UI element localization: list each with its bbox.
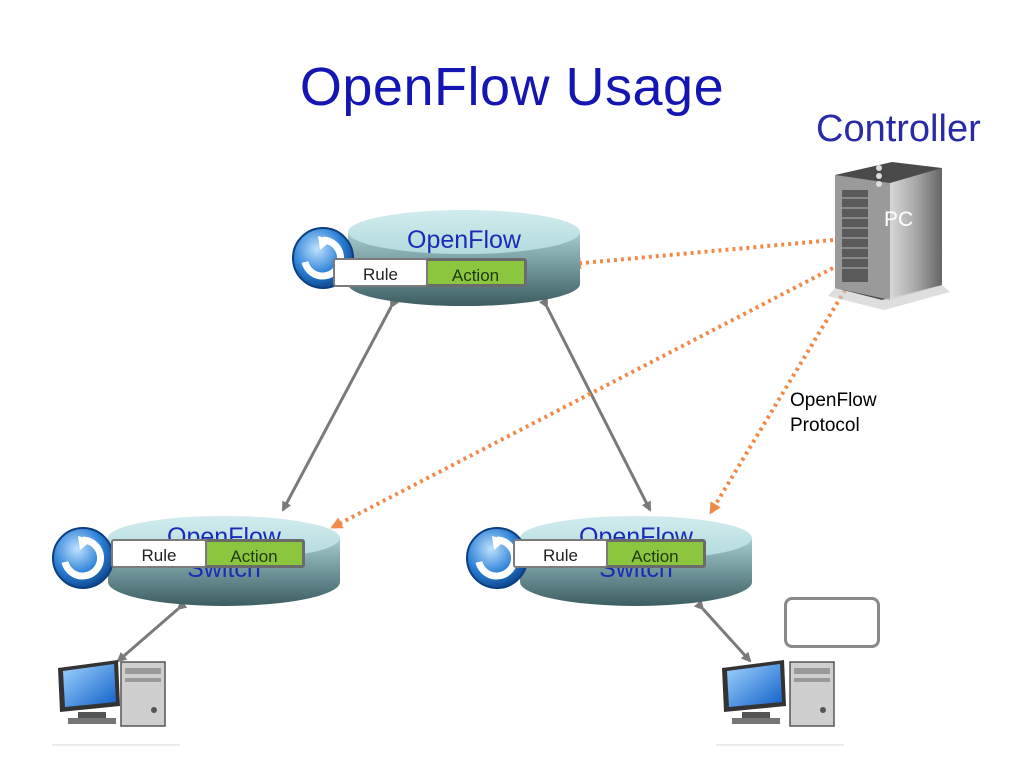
action-box: Action bbox=[424, 258, 527, 287]
page-title: OpenFlow Usage bbox=[299, 57, 725, 117]
rule-box: Rule bbox=[513, 539, 608, 568]
control-link-top bbox=[569, 238, 834, 270]
protocol-label-line2: Protocol bbox=[790, 415, 860, 436]
control-link-left bbox=[330, 266, 834, 529]
protocol-label-line1: OpenFlow bbox=[790, 390, 877, 411]
server-tower-icon bbox=[828, 162, 950, 310]
control-link-right bbox=[709, 279, 855, 515]
data-link-top-left bbox=[281, 297, 400, 512]
action-box: Action bbox=[604, 539, 706, 568]
controller-label: Controller bbox=[816, 108, 981, 150]
switch-name-line1: OpenFlow bbox=[407, 226, 521, 254]
refresh-globe-icon bbox=[466, 527, 528, 589]
data-link-right-host bbox=[693, 599, 752, 663]
server-label: PC bbox=[884, 208, 914, 231]
desktop-computer-icon bbox=[58, 660, 166, 727]
data-link-top-right bbox=[538, 297, 652, 512]
empty-rule-box bbox=[784, 597, 880, 648]
rule-box: Rule bbox=[111, 539, 207, 568]
refresh-globe-icon bbox=[52, 527, 114, 589]
protocol-label: OpenFlow Protocol bbox=[790, 388, 877, 438]
desktop-computer-icon bbox=[722, 660, 835, 727]
rule-box: Rule bbox=[333, 258, 428, 287]
action-box: Action bbox=[203, 539, 305, 568]
data-link-left-host bbox=[116, 599, 188, 663]
